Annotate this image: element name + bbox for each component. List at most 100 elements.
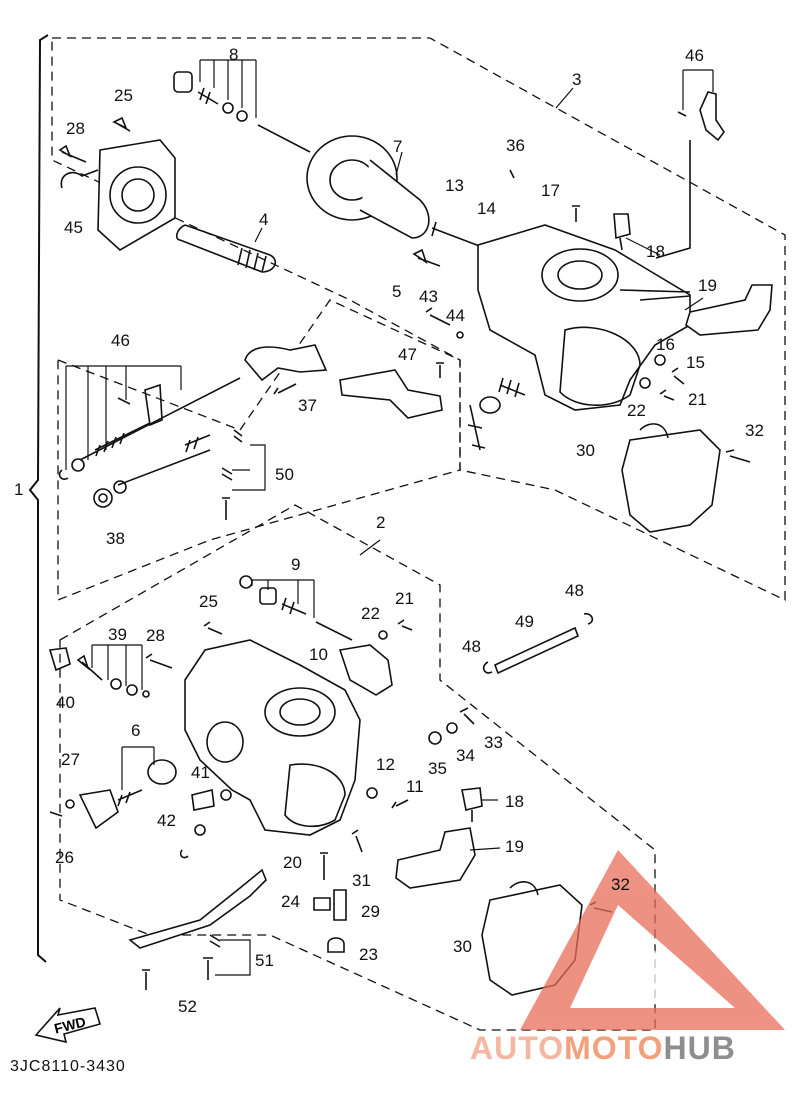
callout-34: 34 xyxy=(456,746,475,765)
float-bracket xyxy=(128,868,267,949)
lower-carb-venturi xyxy=(264,687,336,737)
callout-14: 14 xyxy=(477,199,496,218)
spring-51 xyxy=(209,934,221,948)
callout-25a: 25 xyxy=(114,86,133,105)
lower-float-bowl xyxy=(284,763,346,828)
screw-46-upper xyxy=(677,111,687,117)
clip-spring xyxy=(60,169,99,189)
fwd-label: FWD xyxy=(53,1013,88,1036)
needle-holder-9 xyxy=(259,587,277,605)
washer-8a xyxy=(222,102,234,114)
spring-50b xyxy=(221,467,233,481)
screw-33 xyxy=(459,707,475,725)
watermark-text: AUTOMOTOHUB xyxy=(470,1030,736,1067)
callout-11: 11 xyxy=(406,777,424,796)
clip-48b xyxy=(583,612,594,625)
callout-50: 50 xyxy=(275,465,294,484)
callouts: 1 2 3 4 5 6 7 8 9 10 11 12 13 14 15 16 1… xyxy=(14,45,764,1016)
callout-24: 24 xyxy=(281,892,300,911)
lower-carb-venturi-inner xyxy=(279,698,321,726)
main-jet-24 xyxy=(313,897,331,911)
washer-42 xyxy=(194,824,206,836)
washer-8b xyxy=(236,110,248,122)
screw-20 xyxy=(320,852,328,880)
screw-50 xyxy=(222,497,230,520)
callout-25b: 25 xyxy=(199,592,218,611)
leader-7 xyxy=(395,151,403,176)
drain-tube-upper xyxy=(639,423,669,439)
washer-27 xyxy=(65,799,75,809)
leader-6 xyxy=(121,746,155,790)
starter-lever-lower xyxy=(395,827,476,889)
automotohub-logo xyxy=(520,850,785,1030)
callout-45: 45 xyxy=(64,218,83,237)
o-ring-44 xyxy=(456,331,464,339)
callout-21a: 21 xyxy=(688,390,707,409)
clip-48a xyxy=(482,661,493,674)
callout-42: 42 xyxy=(157,811,176,830)
bracket-46-upper xyxy=(655,91,725,259)
screw-26 xyxy=(49,811,63,817)
clip-46 xyxy=(58,469,69,480)
callout-17: 17 xyxy=(541,181,560,200)
callout-19b: 19 xyxy=(505,837,524,856)
leader-51 xyxy=(215,939,251,976)
upper-carburetor xyxy=(58,71,773,533)
jet-needle xyxy=(257,124,311,153)
throttle-spring-upper xyxy=(498,377,526,398)
callout-23: 23 xyxy=(359,945,378,964)
vacuum-cover-bore-inner xyxy=(121,178,155,212)
callout-2: 2 xyxy=(376,513,385,532)
callout-51: 51 xyxy=(255,951,274,970)
diaphragm-6 xyxy=(147,759,177,785)
callout-18b: 18 xyxy=(505,792,524,811)
callout-44: 44 xyxy=(446,306,465,325)
callout-20: 20 xyxy=(283,853,302,872)
callout-6: 6 xyxy=(131,721,140,740)
callout-35: 35 xyxy=(428,759,447,778)
vacuum-cover xyxy=(97,139,176,251)
leader-19-lower xyxy=(469,847,501,851)
callout-37: 37 xyxy=(298,396,317,415)
screw-46-lower xyxy=(117,397,131,405)
callout-32a: 32 xyxy=(745,421,764,440)
callout-30b: 30 xyxy=(453,937,472,956)
callout-38: 38 xyxy=(106,529,125,548)
callout-43: 43 xyxy=(419,287,438,306)
fuel-tube xyxy=(493,626,580,675)
callout-31: 31 xyxy=(352,871,371,890)
callout-52: 52 xyxy=(178,997,197,1016)
piston-body xyxy=(359,159,430,239)
watermark-part2: MOTO xyxy=(564,1030,664,1066)
callout-46a: 46 xyxy=(685,46,704,65)
starter-plunger xyxy=(613,213,631,251)
vacuum-cover-bore xyxy=(109,166,167,224)
throttle-lever-upper xyxy=(467,404,486,451)
washer-46 xyxy=(71,458,85,472)
washer-12 xyxy=(366,787,378,799)
piston-spring xyxy=(175,224,277,273)
washer-38-inner xyxy=(98,493,108,503)
screw-17 xyxy=(572,205,580,222)
link-rod-upper xyxy=(619,289,691,301)
callout-46b: 46 xyxy=(111,331,130,350)
screw-28-lower xyxy=(145,653,173,669)
spring-50a xyxy=(233,429,243,443)
plug-40 xyxy=(48,647,71,672)
cover-27 xyxy=(78,789,119,830)
screw-51 xyxy=(203,957,213,980)
washer-38 xyxy=(93,488,113,508)
leader-50 xyxy=(232,444,266,491)
clip-42 xyxy=(179,849,189,859)
screw-32-upper xyxy=(725,449,751,463)
callout-10: 10 xyxy=(309,645,328,664)
upper-carb-venturi-inner xyxy=(557,260,603,290)
callout-13: 13 xyxy=(445,176,464,195)
callout-12: 12 xyxy=(376,755,395,774)
fwd-arrow: FWD xyxy=(34,1007,102,1044)
piston-spring-coils xyxy=(237,247,267,273)
starter-lever-upper xyxy=(685,284,773,336)
callout-48b: 48 xyxy=(565,581,584,600)
screw-5 xyxy=(412,248,441,267)
callout-9: 9 xyxy=(291,555,300,574)
